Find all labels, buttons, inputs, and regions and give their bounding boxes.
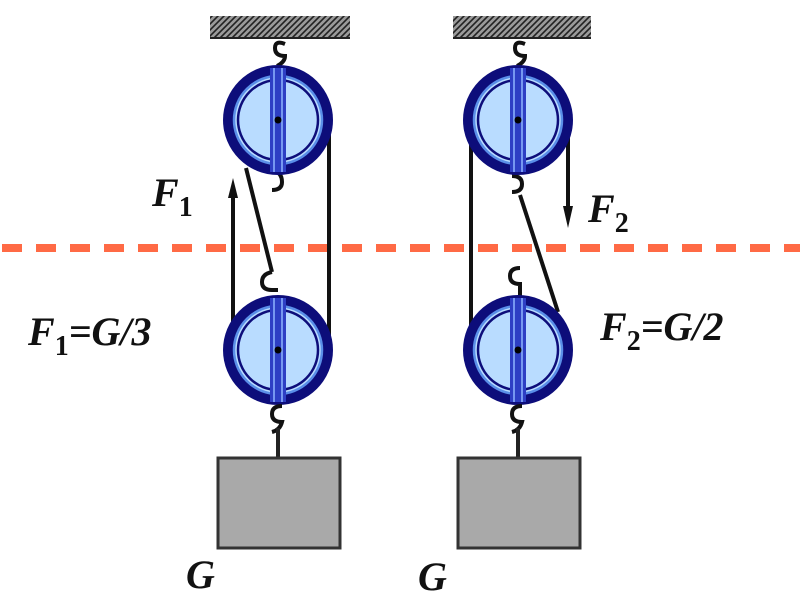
left-weight-label: G xyxy=(186,552,215,597)
left-top-pulley xyxy=(221,63,335,177)
right-rope-diagonal xyxy=(518,194,560,313)
right-mid-hook-top xyxy=(511,174,525,194)
right-force-label: F2 xyxy=(587,186,629,239)
right-ceiling xyxy=(453,16,591,38)
left-ceiling xyxy=(210,16,350,38)
right-equation: F2=G/2 xyxy=(599,304,723,357)
left-mid-hook-bottom xyxy=(259,270,278,292)
left-force-arrow xyxy=(228,178,238,198)
right-top-hook xyxy=(512,40,528,68)
left-pulley-system xyxy=(210,16,350,550)
right-weight-label: G xyxy=(418,554,447,599)
right-top-pulley xyxy=(461,63,575,177)
left-weight xyxy=(216,456,342,550)
left-rope-diagonal xyxy=(244,167,274,273)
left-force-label: F1 xyxy=(151,170,193,223)
left-top-hook xyxy=(272,40,288,68)
left-bottom-pulley xyxy=(221,293,335,407)
right-force-arrow xyxy=(563,206,573,228)
right-bottom-pulley xyxy=(461,293,575,407)
right-weight xyxy=(456,456,582,550)
left-equation: F1=G/3 xyxy=(27,309,151,362)
right-mid-hook-bottom xyxy=(507,266,522,298)
right-pulley-system xyxy=(453,16,591,550)
